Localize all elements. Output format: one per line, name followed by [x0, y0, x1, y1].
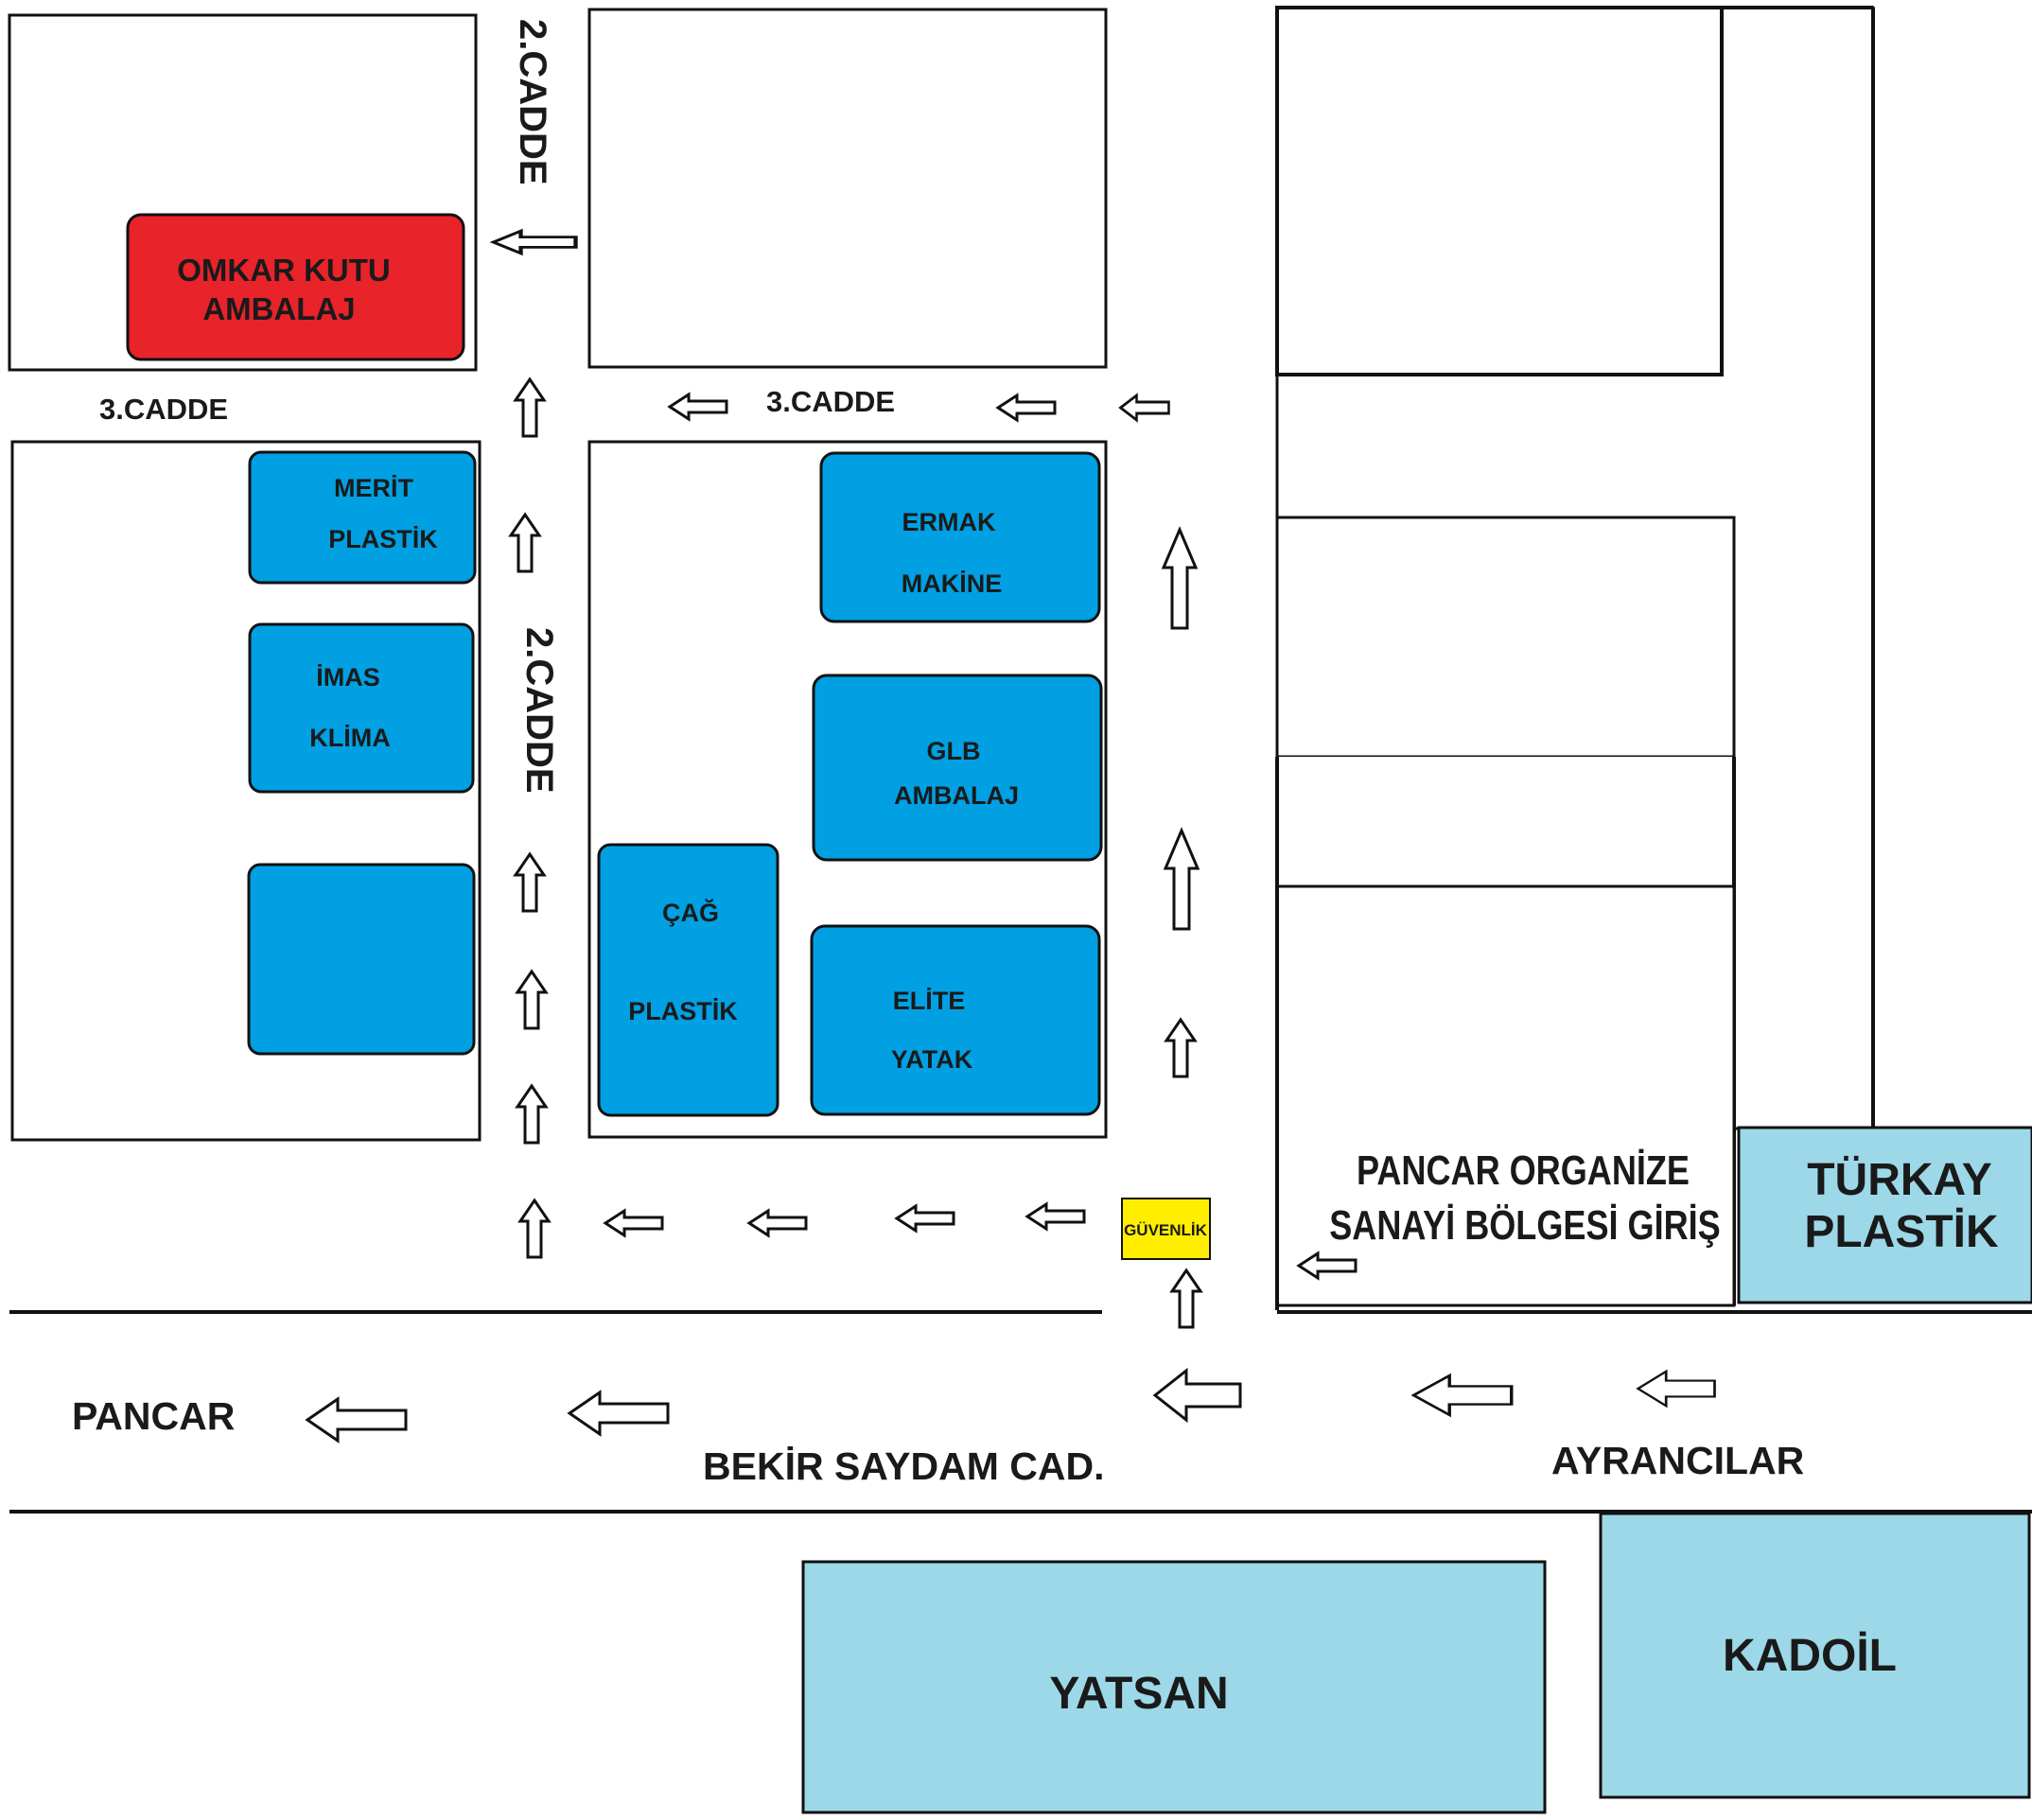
turkay-label-line1: TÜRKAY [1807, 1155, 1992, 1205]
route-arrow-left-icon [1025, 1202, 1086, 1231]
route-arrow-up-icon [514, 852, 546, 913]
imas-label-line2: KLİMA [309, 724, 390, 752]
street-label-cadde2-mid: 2.CADDE [518, 627, 560, 794]
omkar-kutu-ambalaj-building[interactable] [126, 213, 465, 361]
kadoil-label: KADOİL [1723, 1631, 1897, 1681]
route-arrow-left-icon [306, 1397, 408, 1443]
street-label-ayrancilar: AYRANCILAR [1551, 1439, 1804, 1482]
merit-label-line1: MERİT [334, 474, 414, 502]
ermak-label-line2: MAKİNE [902, 569, 1003, 598]
elite-yatak-building[interactable] [810, 924, 1101, 1116]
block-top-right-inner [1275, 6, 1724, 376]
kadoil-building[interactable] [1599, 1512, 2031, 1799]
elite-label-line2: YATAK [891, 1045, 973, 1074]
road-gap-right-1 [1279, 376, 1871, 516]
route-arrow-up-icon [518, 1199, 551, 1259]
entrance-label-line1: PANCAR ORGANİZE [1357, 1147, 1690, 1194]
route-arrow-up-icon [1162, 528, 1198, 630]
route-arrow-up-icon [516, 970, 548, 1030]
route-arrow-left-icon [668, 393, 728, 421]
imas-label-line1: İMAS [316, 663, 380, 691]
unlabeled-building[interactable] [247, 863, 476, 1056]
route-arrow-up-icon [1170, 1269, 1202, 1329]
security-label: GÜVENLİK [1124, 1221, 1208, 1239]
route-arrow-up-icon [509, 513, 541, 573]
merit-plastik-building[interactable] [248, 450, 477, 585]
route-arrow-left-icon [1119, 394, 1170, 422]
street-label-cadde2-top: 2.CADDE [512, 19, 553, 185]
street-label-cadde3-left: 3.CADDE [99, 393, 228, 426]
glb-label-line1: GLB [927, 737, 981, 765]
elite-label-line1: ELİTE [893, 987, 966, 1015]
cag-plastik-building[interactable] [597, 843, 780, 1117]
route-arrow-up-icon [516, 1084, 548, 1145]
turkay-label-line2: PLASTİK [1804, 1207, 1999, 1257]
block-top-middle [587, 8, 1108, 369]
security-booth[interactable] [1121, 1198, 1211, 1260]
route-arrow-up-icon [514, 377, 546, 438]
route-arrow-left-icon [494, 231, 576, 253]
route-arrow-left-icon [895, 1204, 955, 1233]
yatsan-label: YATSAN [1049, 1669, 1228, 1719]
route-arrow-left-icon [1637, 1370, 1716, 1408]
glb-ambalaj-building[interactable] [812, 674, 1103, 862]
street-label-bekir-saydam: BEKİR SAYDAM CAD. [703, 1444, 1104, 1488]
ermak-makine-building[interactable] [819, 451, 1101, 623]
entrance-label-line2: SANAYİ BÖLGESİ GİRİŞ [1329, 1202, 1721, 1249]
merit-label-line2: PLASTİK [328, 525, 438, 553]
cag-label-line2: PLASTİK [628, 997, 738, 1025]
yatsan-building[interactable] [801, 1560, 1547, 1814]
route-arrow-left-icon [568, 1391, 670, 1436]
route-arrow-up-icon [1165, 1018, 1197, 1078]
route-arrow-up-icon [1164, 829, 1200, 931]
route-arrow-left-icon [1153, 1369, 1242, 1422]
turkay-plastik-building[interactable] [1737, 1126, 2032, 1304]
cag-label-line1: ÇAĞ [662, 898, 719, 927]
omkar-label-line2: AMBALAJ [202, 291, 355, 326]
route-arrow-left-icon [604, 1209, 664, 1237]
imas-klima-building[interactable] [248, 622, 475, 794]
glb-label-line2: AMBALAJ [894, 781, 1019, 810]
route-arrow-left-icon [747, 1209, 808, 1237]
ermak-label-line1: ERMAK [902, 508, 996, 536]
route-arrow-left-icon [996, 394, 1057, 422]
street-label-pancar: PANCAR [72, 1394, 235, 1438]
route-arrow-left-icon [1411, 1374, 1514, 1417]
block-right-mid [1275, 516, 1736, 759]
omkar-label-line1: OMKAR KUTU [177, 253, 390, 288]
street-label-cadde3-mid: 3.CADDE [766, 385, 895, 418]
